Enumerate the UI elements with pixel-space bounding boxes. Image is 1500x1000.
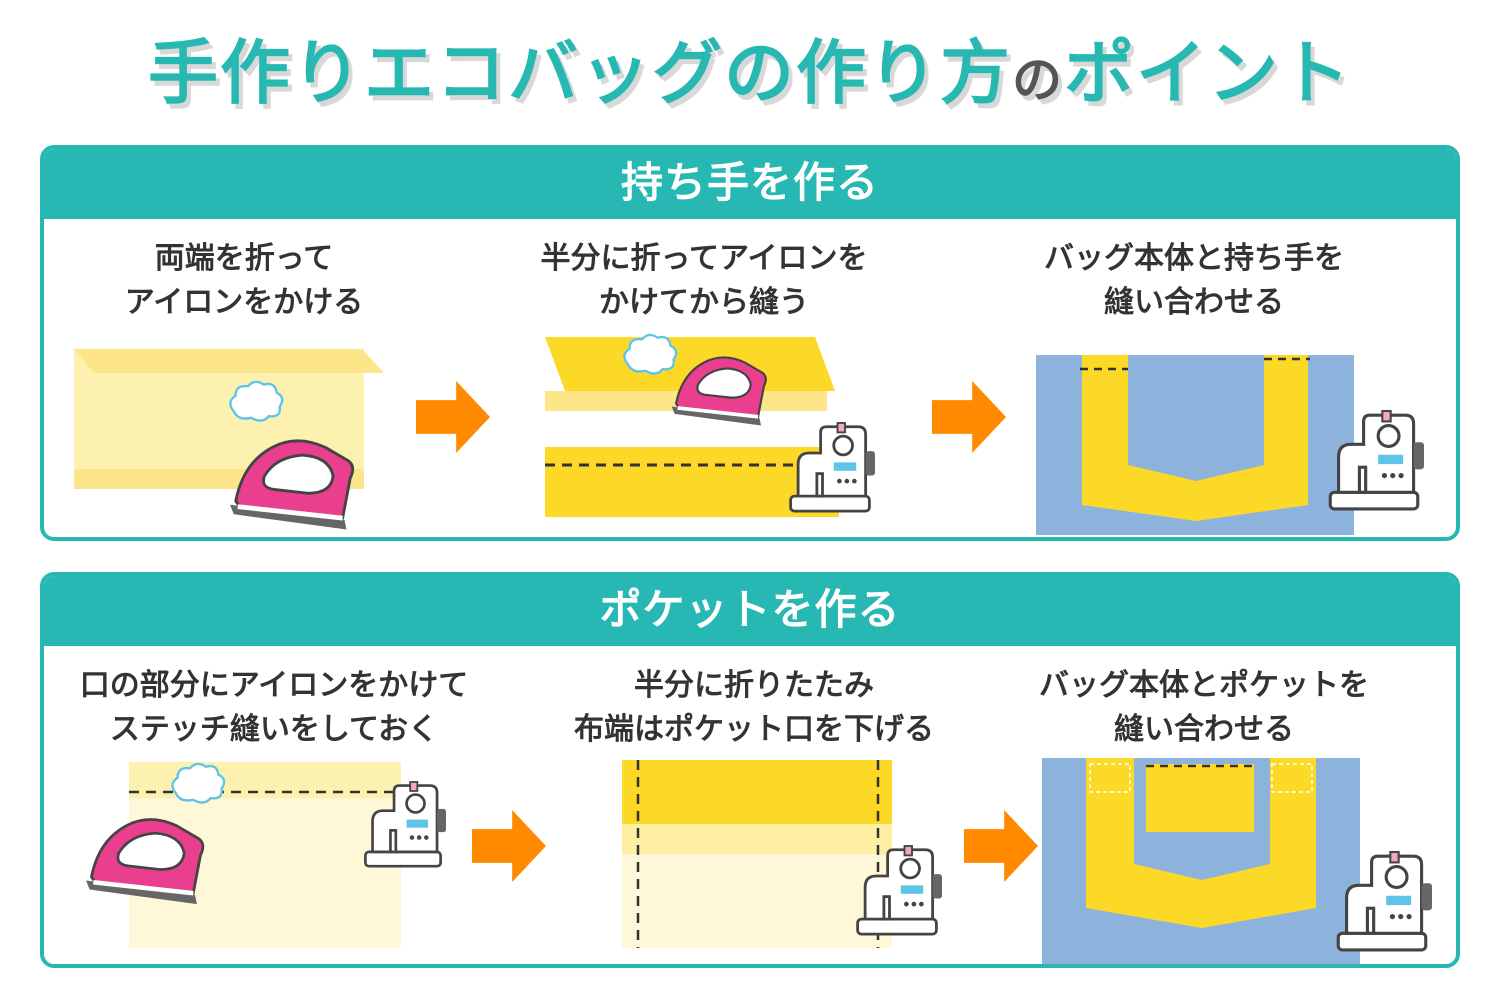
arrow-right-icon <box>416 381 490 453</box>
title-part3: ポイント <box>1064 32 1352 114</box>
title-part1: 手作りエコバッグの作り方 <box>148 32 1012 114</box>
sewing-machine-icon <box>856 844 944 936</box>
step-caption: 口の部分にアイロンをかけて ステッチ縫いをしておく <box>79 668 469 747</box>
sewing-machine-icon <box>1328 409 1426 511</box>
step-caption: バッグ本体とポケットを 縫い合わせる <box>1039 668 1369 747</box>
step-caption: バッグ本体と持ち手を 縫い合わせる <box>1044 241 1344 320</box>
step-caption: 両端を折って アイロンをかける <box>124 241 364 320</box>
sewing-machine-icon <box>364 780 448 868</box>
bag-pocket-illustration <box>1042 758 1360 964</box>
page-title: 手作りエコバッグの作り方のポイント <box>0 18 1500 128</box>
sewing-machine-icon <box>789 421 877 513</box>
folded-pocket-illustration <box>622 760 892 948</box>
arrow-right-icon <box>964 810 1038 882</box>
section-heading: ポケットを作る <box>44 576 1456 646</box>
iron-icon <box>230 421 356 535</box>
steam-cloud-icon <box>171 762 226 804</box>
section-heading: 持ち手を作る <box>44 149 1456 219</box>
steam-cloud-icon <box>229 380 284 422</box>
step-caption: 半分に折りたたみ 布端はポケット口を下げる <box>574 668 934 747</box>
iron-icon <box>669 355 768 428</box>
iron-icon <box>86 802 206 908</box>
section-handle: 持ち手を作る 両端を折って アイロンをかける 半分に折ってアイロンを かけてから… <box>40 145 1460 541</box>
title-part2: の <box>1012 51 1064 109</box>
section-pocket: ポケットを作る 口の部分にアイロンをかけて ステッチ縫いをしておく 半分に折りた… <box>40 572 1460 968</box>
sewing-machine-icon <box>1336 850 1434 952</box>
arrow-right-icon <box>932 381 1006 453</box>
bag-handle-illustration <box>1036 355 1354 535</box>
arrow-right-icon <box>472 810 546 882</box>
step-caption: 半分に折ってアイロンを かけてから縫う <box>540 241 868 320</box>
